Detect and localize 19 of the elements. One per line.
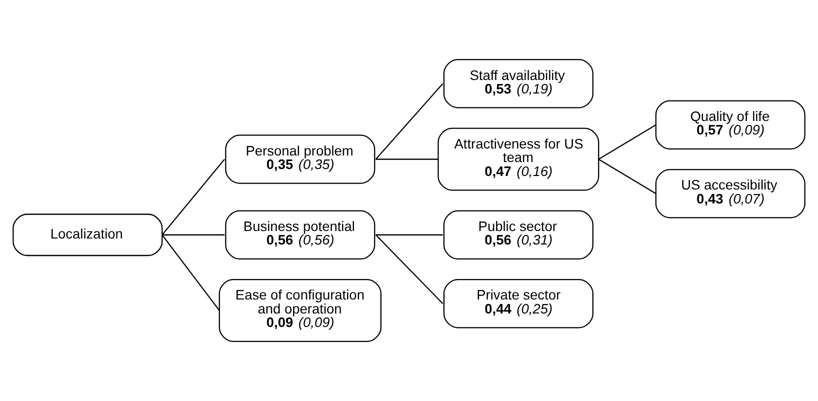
connector [598,124,656,160]
connector [162,234,220,311]
connector [162,158,225,236]
node-box: Ease of configuration and operation 0,09 (0,09) [218,278,382,342]
connector [162,234,225,236]
node-box: Business potential 0,56 (0,56) [225,210,376,260]
connector [376,234,443,236]
node-box: Attractiveness for US team 0,47 (0,16) [438,128,600,191]
node-box: Personal problem 0,35 (0,35) [225,134,376,184]
node-box: Quality of life 0,57 (0,09) [655,100,806,150]
connector [598,158,656,194]
connector [375,83,444,160]
node-box: Staff availability 0,53 (0,19) [443,59,594,108]
connector [376,158,438,160]
node-box: US accessibility 0,43 (0,07) [655,169,806,218]
node-box: Localization [12,214,163,256]
connector [375,234,444,304]
node-box: Private sector 0,44 (0,25) [443,278,594,328]
node-box: Public sector 0,56 (0,31) [443,210,594,260]
